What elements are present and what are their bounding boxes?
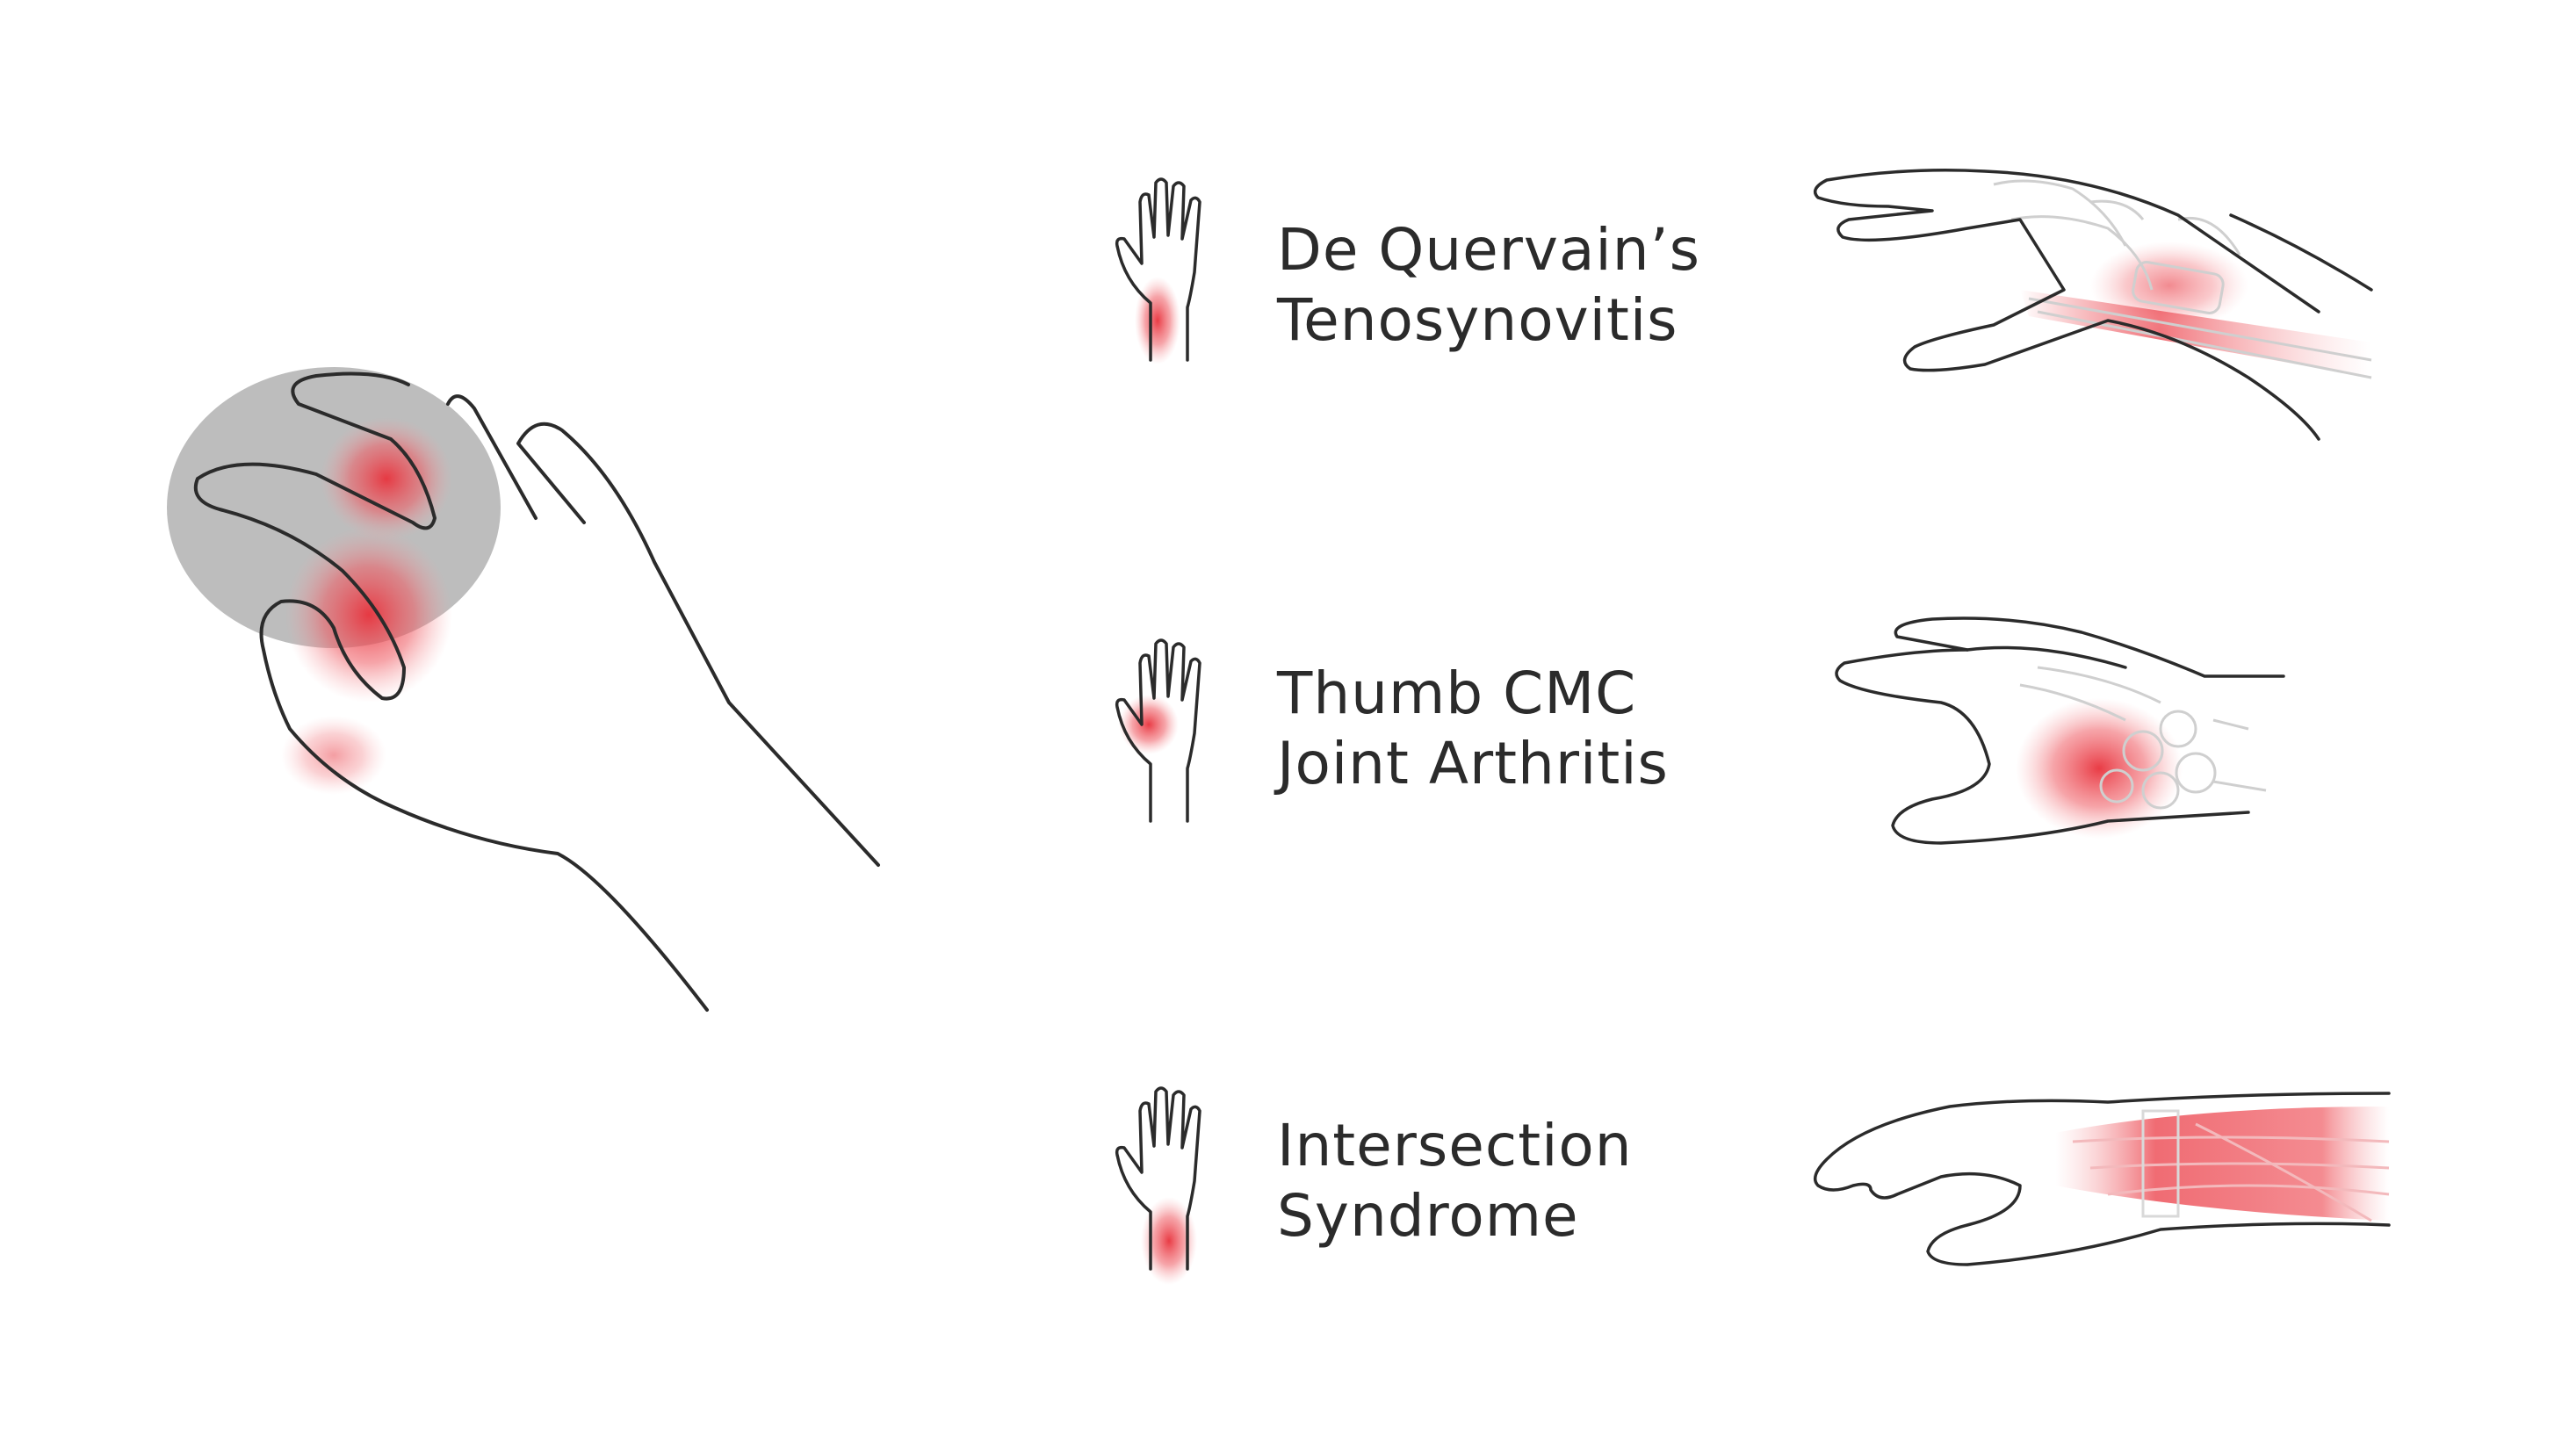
hand-pain-icon: [1115, 1086, 1201, 1285]
condition-label: Intersection Syndrome: [1277, 1111, 1633, 1251]
pain-dot: [1119, 695, 1179, 754]
condition-label-line1: De Quervain’s: [1277, 216, 1700, 284]
condition-label: Thumb CMC Joint Arthritis: [1277, 659, 1669, 799]
hand-on-mouse-illustration: [167, 367, 880, 1012]
hand-outline: [193, 371, 880, 1012]
condition-label-line1: Intersection: [1277, 1112, 1633, 1179]
pain-dot: [1135, 277, 1180, 364]
pain-dot: [1141, 1197, 1197, 1285]
wrist-anatomy-illustration: [1813, 169, 2373, 441]
pain-glow-thumb-base: [281, 716, 386, 795]
condition-label: De Quervain’s Tenosynovitis: [1277, 215, 1700, 356]
hand-pain-icon: [1115, 638, 1201, 823]
condition-label-line1: Thumb CMC: [1277, 660, 1637, 727]
condition-label-line2: Tenosynovitis: [1277, 286, 1678, 354]
condition-label-line2: Joint Arthritis: [1277, 730, 1669, 797]
pain-glow-index: [321, 417, 452, 540]
wrist-anatomy-illustration: [1813, 1092, 2391, 1266]
pain-glow-thumb: [285, 527, 452, 703]
hand-pain-icon: [1115, 177, 1201, 364]
condition-label-line2: Syndrome: [1277, 1182, 1579, 1250]
wrist-anatomy-illustration: [1835, 616, 2285, 845]
